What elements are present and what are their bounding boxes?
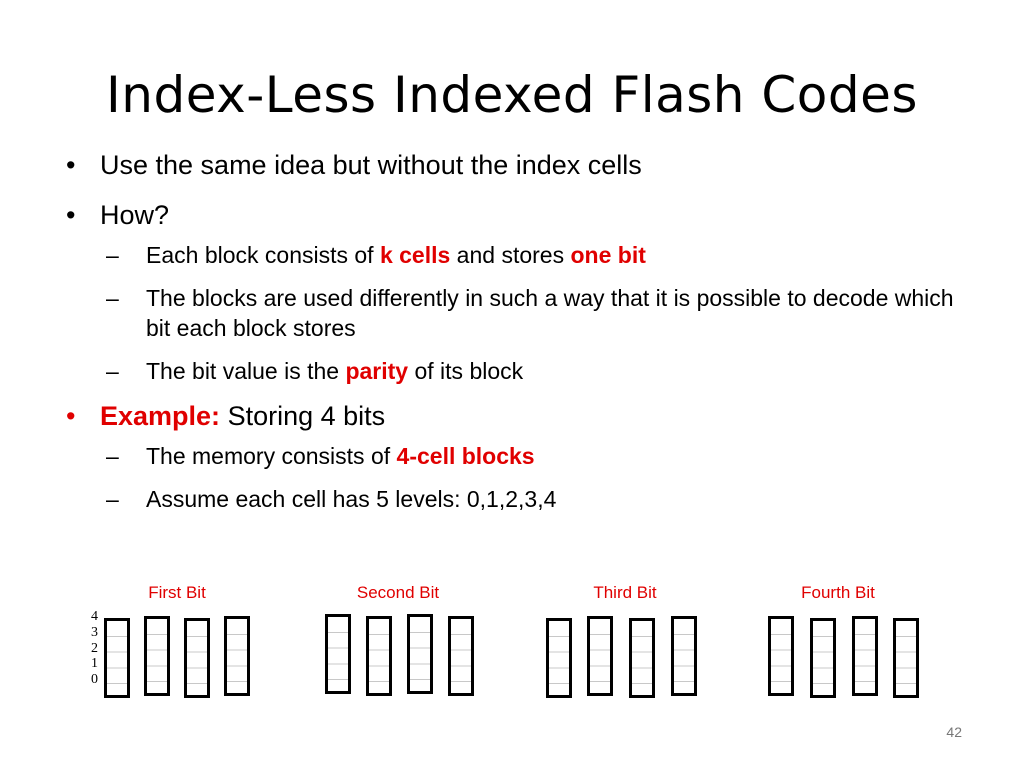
bullet-icon: • [66,150,76,180]
memory-cell [671,616,697,696]
sub-bullet-text: The memory consists of [146,443,397,469]
bullet-icon: • [66,401,76,431]
memory-cell [144,616,170,696]
dash-icon: – [106,285,119,311]
flash-cell-diagram: 4 3 2 1 0 First Bit Second Bit Third Bit… [0,575,1024,715]
dash-icon: – [106,486,119,512]
level-label: 0 [91,672,98,688]
page-number: 42 [946,724,962,740]
bullet-list: • Use the same idea but without the inde… [62,148,982,527]
memory-cell [366,616,392,696]
memory-cell [407,614,433,694]
memory-cell [852,616,878,696]
block-label-third-bit: Third Bit [593,583,657,602]
highlight-text: 4-cell blocks [396,443,535,469]
memory-cell [448,616,474,696]
bullet-text: Storing 4 bits [220,401,386,431]
bullet-item: • Example: Storing 4 bits [62,399,982,433]
sub-bullet-text: and stores [450,242,571,268]
memory-cell [587,616,613,696]
dash-icon: – [106,358,119,384]
memory-cell [184,618,210,698]
level-label: 3 [91,624,98,640]
sub-bullet-item: – The bit value is the parity of its blo… [62,356,982,386]
memory-cell [768,616,794,696]
bullet-item: • Use the same idea but without the inde… [62,148,982,182]
highlight-text: one bit [570,242,646,268]
sub-bullet-text: of its block [408,358,524,384]
sub-bullet-text: The blocks are used differently in such … [146,285,954,341]
memory-cell [546,618,572,698]
bullet-icon: • [66,200,76,230]
level-axis: 4 3 2 1 0 [84,609,98,688]
dash-icon: – [106,443,119,469]
bullet-text: Use the same idea but without the index … [100,150,642,180]
level-label: 4 [91,609,98,624]
example-label: Example: [100,401,221,431]
sub-bullet-item: – Assume each cell has 5 levels: 0,1,2,3… [62,484,982,514]
block-label-second-bit: Second Bit [356,583,440,602]
sub-bullet-item: – The memory consists of 4-cell blocks [62,441,982,471]
sub-bullet-item: – Each block consists of k cells and sto… [62,240,982,270]
highlight-text: parity [345,358,409,384]
memory-cell [224,616,250,696]
sub-bullet-item: – The blocks are used differently in suc… [62,283,982,343]
memory-cell [629,618,655,698]
bullet-item: • How? [62,198,982,232]
level-label: 1 [91,656,98,672]
sub-bullet-text: Each block consists of [146,242,380,268]
memory-cell [893,618,919,698]
memory-cell [104,618,130,698]
dash-icon: – [106,242,119,268]
level-label: 2 [91,640,98,656]
block-label-fourth-bit: Fourth Bit [801,583,875,602]
sub-bullet-text: The bit value is the [146,358,346,384]
slide-title: Index-Less Indexed Flash Codes [106,66,918,124]
block-label-first-bit: First Bit [148,583,206,602]
highlight-text: k cells [379,242,451,268]
bullet-text: How? [100,200,170,230]
memory-cell [810,618,836,698]
memory-cell [325,614,351,694]
sub-bullet-text: Assume each cell has 5 levels: 0,1,2,3,4 [146,486,557,512]
